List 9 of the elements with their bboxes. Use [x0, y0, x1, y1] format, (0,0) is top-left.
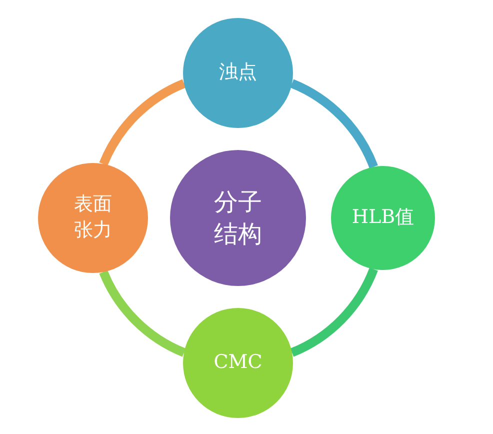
ring-arc-connector	[290, 267, 378, 357]
node-label: CMC	[214, 350, 262, 376]
ring-arc-connector	[99, 79, 186, 166]
node-label: 分子结构	[212, 186, 263, 250]
node-label: 浊点	[219, 60, 257, 86]
ring-arc-connector	[99, 270, 186, 357]
ring-arc-connector	[290, 79, 378, 169]
node-label: HLB值	[352, 205, 414, 230]
node-label: 表面张力	[73, 192, 113, 243]
